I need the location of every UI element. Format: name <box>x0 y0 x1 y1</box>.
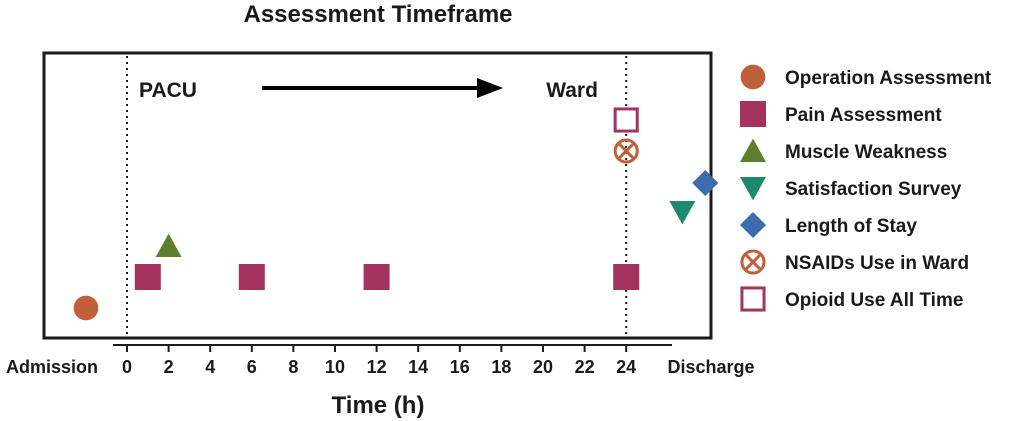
x-tick-label: 16 <box>450 357 470 377</box>
legend-marker-nsaids-use-in-ward <box>740 249 766 275</box>
point-muscle-weakness-0 <box>155 233 182 258</box>
x-tick-label: 14 <box>408 357 428 377</box>
point-length-of-stay-0 <box>692 170 719 196</box>
legend-marker-muscle-weakness <box>740 138 766 163</box>
x-tick-label: 0 <box>122 357 132 377</box>
phase-label-pacu: PACU <box>139 79 197 102</box>
x-tick-label: 12 <box>367 357 387 377</box>
legend-label-length-of-stay: Length of Stay <box>785 216 917 237</box>
x-tick-label: 4 <box>205 357 215 377</box>
x-axis-title: Time (h) <box>332 392 425 419</box>
legend-marker-operation-assessment <box>740 64 766 90</box>
legend-label-muscle-weakness: Muscle Weakness <box>785 142 947 163</box>
point-pain-assessment-3 <box>613 264 640 290</box>
point-opioid-use-all-time-0 <box>613 107 639 133</box>
point-satisfaction-survey-0 <box>669 200 696 225</box>
legend-label-opioid-use-all-time: Opioid Use All Time <box>785 290 963 311</box>
x-tick-label: 22 <box>575 357 595 377</box>
point-pain-assessment-2 <box>363 264 390 290</box>
x-tick-label: 10 <box>325 357 345 377</box>
legend-label-pain-assessment: Pain Assessment <box>785 105 942 126</box>
x-end-label-admission: Admission <box>6 357 98 377</box>
x-tick-label: 24 <box>616 357 636 377</box>
x-tick-label: 20 <box>533 357 553 377</box>
legend-marker-length-of-stay <box>740 212 766 238</box>
point-nsaids-use-in-ward-0 <box>613 138 639 164</box>
phase-label-ward: Ward <box>546 79 598 102</box>
timeline-arrow-head <box>477 78 503 98</box>
point-operation-assessment-0 <box>73 295 99 321</box>
legend-marker-pain-assessment <box>740 101 766 127</box>
chart-title: Assessment Timeframe <box>243 1 512 28</box>
plot-frame <box>42 51 713 340</box>
legend-marker-satisfaction-survey <box>740 176 766 201</box>
legend-marker-opioid-use-all-time <box>740 286 766 312</box>
x-tick-label: 6 <box>247 357 257 377</box>
legend-label-nsaids-use-in-ward: NSAIDs Use in Ward <box>785 253 969 274</box>
x-tick-label: 8 <box>288 357 298 377</box>
legend-label-operation-assessment: Operation Assessment <box>785 68 992 89</box>
legend-label-satisfaction-survey: Satisfaction Survey <box>785 179 962 200</box>
point-pain-assessment-0 <box>134 264 161 290</box>
x-end-label-discharge: Discharge <box>667 357 754 377</box>
point-pain-assessment-1 <box>238 264 265 290</box>
x-tick-label: 18 <box>491 357 511 377</box>
x-tick-label: 2 <box>164 357 174 377</box>
